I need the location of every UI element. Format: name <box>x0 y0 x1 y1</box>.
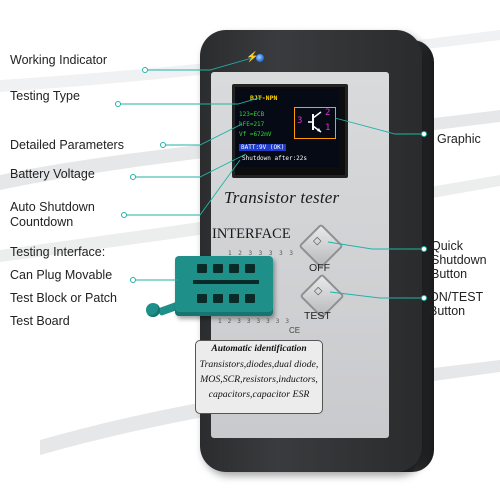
graphic-pin-1: 1 <box>325 123 331 133</box>
auto-identification-panel: Automatic identification Transistors,dio… <box>195 340 323 414</box>
graphic-pin-2: 2 <box>325 108 331 118</box>
screen-shutdown-countdown: Shutdown after:22s <box>242 155 308 162</box>
working-indicator-led <box>256 54 264 62</box>
lcd-screen: BJT-NPN 123=ECB hFE=217 Vf =672mV 3 2 1 … <box>236 89 339 167</box>
panel-line-2: MOS,SCR,resistors,inductors, <box>200 374 318 385</box>
callout-on-test-2: Button <box>429 304 466 318</box>
callout-testing-interface-4: Test Board <box>10 314 70 328</box>
power-bolt-icon: ⚡ <box>246 52 259 63</box>
shutdown-diamond-icon: ◇ <box>313 235 322 247</box>
callout-on-test-1: ON/TEST <box>429 290 484 304</box>
screen-battery-voltage: BATT:9V (OK) <box>239 144 287 151</box>
screen-transistor-graphic: 3 2 1 <box>294 107 336 139</box>
zif-lever-knob[interactable] <box>146 303 160 317</box>
npn-transistor-icon <box>308 111 322 133</box>
callout-battery-voltage: Battery Voltage <box>10 167 95 181</box>
screen-testing-type: BJT-NPN <box>250 94 278 102</box>
callout-working-indicator: Working Indicator <box>10 53 108 67</box>
callout-auto-shutdown-2: Countdown <box>10 215 74 229</box>
callout-graphic: Graphic <box>437 132 481 146</box>
screen-param-pinout: 123=ECB <box>239 111 265 118</box>
callout-quick-shutdown-2: Shutdown <box>431 253 487 267</box>
panel-title: Automatic identification <box>211 344 307 354</box>
graphic-pin-3: 3 <box>297 116 303 126</box>
panel-line-1: Transistors,diodes,dual diode, <box>199 359 319 370</box>
callout-testing-type: Testing Type <box>10 89 80 103</box>
callout-testing-interface-1: Testing Interface: <box>10 245 106 259</box>
off-label: OFF <box>309 262 330 274</box>
interface-label: INTERFACE <box>212 226 291 242</box>
callout-auto-shutdown-1: Auto Shutdown <box>10 200 95 214</box>
callout-quick-shutdown-1: Quick <box>431 239 463 253</box>
callout-quick-shutdown-3: Button <box>431 267 468 281</box>
callout-detailed-parameters: Detailed Parameters <box>10 138 124 152</box>
test-diamond-icon: ◇ <box>314 285 323 297</box>
screen-param-hfe: hFE=217 <box>239 121 265 128</box>
screen-param-vf: Vf =672mV <box>239 131 272 138</box>
pin-numbers-bottom: 1 2 3 3 3 3 3 3 <box>218 318 291 325</box>
pin-numbers-top: 1 2 3 3 3 3 3 <box>228 250 295 257</box>
ce-mark: CE <box>289 326 301 335</box>
callout-testing-interface-3: Test Block or Patch <box>10 291 117 305</box>
device-title: Transistor tester <box>224 188 340 207</box>
panel-line-3: capacitors,capacitor ESR <box>208 389 310 400</box>
callout-testing-interface-2: Can Plug Movable <box>10 268 113 282</box>
test-label: TEST <box>304 310 331 322</box>
zif-test-socket[interactable] <box>175 256 273 316</box>
